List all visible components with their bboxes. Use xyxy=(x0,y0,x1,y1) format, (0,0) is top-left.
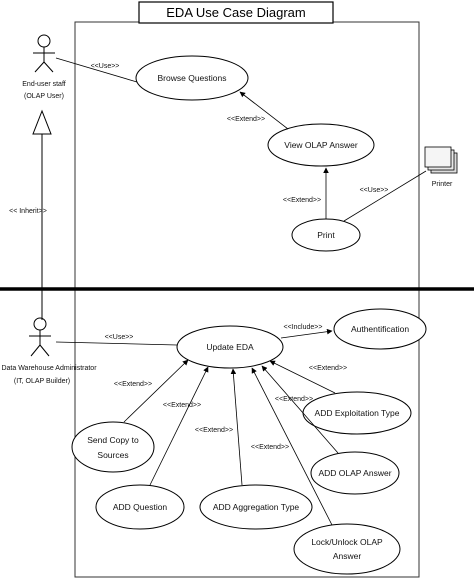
use-relation-printer xyxy=(343,170,427,222)
extend-relation-question xyxy=(149,366,209,486)
extend-label-print-view: <<Extend>> xyxy=(283,197,321,204)
printer-icon xyxy=(424,146,458,174)
extend-label-send-copy: <<Extend>> xyxy=(114,381,152,388)
diagram-title: EDA Use Case Diagram xyxy=(166,5,305,20)
extend-relation-aggregation xyxy=(230,368,243,486)
lock-unlock-olap-label-line1: Lock/Unlock OLAP xyxy=(311,537,383,547)
end-user-role-label: (OLAP User) xyxy=(24,93,64,100)
use-label-printer: <<Use>> xyxy=(360,187,389,194)
send-copy-usecase xyxy=(71,421,155,473)
dwa-role-label: (IT, OLAP Builder) xyxy=(14,378,70,385)
end-user-head-icon xyxy=(37,34,51,48)
extend-label-lock: <<Extend>> xyxy=(251,444,289,451)
update-eda-label: Update EDA xyxy=(206,342,254,352)
add-olap-answer-label: ADD OLAP Answer xyxy=(318,468,391,478)
dwa-actor xyxy=(29,317,51,357)
browse-questions-usecase xyxy=(135,55,249,101)
use-label-update: <<Use>> xyxy=(105,334,134,341)
use-label-browse: <<Use>> xyxy=(91,63,120,70)
extend-label-olap-answer: <<Extend>> xyxy=(275,396,313,403)
dwa-head-icon xyxy=(33,317,47,331)
add-aggregation-type-label: ADD Aggregation Type xyxy=(213,502,300,512)
browse-questions-label: Browse Questions xyxy=(158,73,227,83)
extend-relation-lock xyxy=(251,367,333,526)
printer-label: Printer xyxy=(432,181,453,188)
end-user-actor xyxy=(33,34,55,73)
view-olap-answer-usecase xyxy=(267,123,375,167)
extend-relation-view-browse xyxy=(239,91,289,130)
extend-label-view-browse: <<Extend>> xyxy=(227,116,265,123)
end-user-label: End-user staff xyxy=(22,81,66,88)
add-exploitation-type-label: ADD Exploitation Type xyxy=(315,408,400,418)
inherit-triangle-icon xyxy=(32,109,52,135)
include-label-auth: <<Include>> xyxy=(284,324,323,331)
authentification-label: Authentification xyxy=(351,324,409,334)
lock-unlock-olap-answer-usecase xyxy=(293,523,401,575)
extend-relation-send-copy xyxy=(123,359,189,423)
use-relation-browse xyxy=(55,57,138,83)
send-copy-label-line2: Sources xyxy=(97,450,128,460)
add-olap-answer-usecase xyxy=(310,451,400,495)
extend-label-question: <<Extend>> xyxy=(163,402,201,409)
view-olap-answer-label: View OLAP Answer xyxy=(284,140,358,150)
send-copy-label-line1: Send Copy to xyxy=(87,435,139,445)
extend-label-exploitation: <<Extend>> xyxy=(309,365,347,372)
add-question-usecase xyxy=(95,484,185,530)
authentification-usecase xyxy=(333,308,427,350)
print-label: Print xyxy=(317,230,335,240)
extend-relation-olap-answer xyxy=(261,365,339,454)
include-relation-auth xyxy=(280,328,333,339)
extend-relation-exploitation xyxy=(269,360,336,394)
lock-unlock-olap-label-line2: Answer xyxy=(333,551,362,561)
update-eda-usecase xyxy=(176,325,284,369)
add-question-label: ADD Question xyxy=(113,502,168,512)
extend-label-aggregation: <<Extend>> xyxy=(195,427,233,434)
add-aggregation-type-usecase xyxy=(199,484,313,530)
use-relation-update xyxy=(55,341,178,346)
dwa-label: Data Warehouse Administrator xyxy=(1,365,97,372)
inherit-label: << Inherit>> xyxy=(9,208,47,215)
title-box xyxy=(138,1,334,24)
